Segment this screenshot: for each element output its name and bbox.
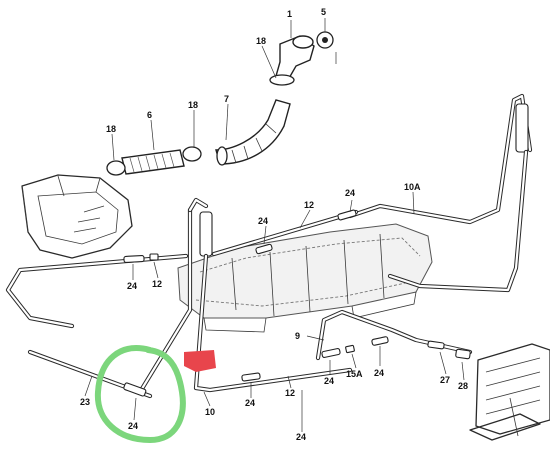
vent-pipe-10A (347, 93, 533, 293)
callout-24: 24 (296, 432, 306, 442)
pump-housing-right (469, 343, 550, 441)
callout-7: 7 (224, 94, 229, 104)
callout-12: 12 (285, 388, 295, 398)
callout-12: 12 (304, 200, 314, 210)
gasket-5 (316, 31, 334, 49)
fuel-line-lower-connectors (241, 372, 261, 382)
red-highlight-mark (184, 350, 216, 372)
callout-24: 24 (258, 216, 268, 226)
filler-neck-hose-7 (215, 99, 291, 165)
fuel-line-9-loop (315, 309, 473, 361)
callout-28: 28 (458, 381, 468, 391)
fuel-line-23 (27, 349, 153, 399)
leader-lines (84, 18, 465, 432)
fuel-line-left (5, 253, 189, 329)
callout-18: 18 (188, 100, 198, 110)
callout-24: 24 (324, 376, 334, 386)
callout-9: 9 (295, 331, 300, 341)
callout-1: 1 (287, 9, 292, 19)
callout-27: 27 (440, 375, 450, 385)
callout-24: 24 (127, 281, 137, 291)
callout-24: 24 (128, 421, 138, 431)
hose-6-corrugated (106, 146, 228, 176)
callout-12: 12 (152, 279, 162, 289)
callout-10A: 10A (404, 182, 421, 192)
highlight-annotations (94, 345, 216, 444)
callout-24: 24 (374, 368, 384, 378)
callout-labels: 1 5 18 7 18 6 18 24 10A 24 12 24 12 9 24… (80, 7, 468, 442)
callout-24: 24 (345, 188, 355, 198)
callout-24: 24 (245, 398, 255, 408)
callout-23: 23 (80, 397, 90, 407)
callout-18: 18 (256, 36, 266, 46)
body-panel-left (21, 174, 133, 259)
fuel-pipe-upright (137, 197, 353, 395)
callout-6: 6 (147, 110, 152, 120)
callout-5: 5 (321, 7, 326, 17)
callout-15A: 15A (346, 369, 363, 379)
filler-neck-elbow-1 (269, 35, 315, 86)
callout-10: 10 (205, 407, 215, 417)
green-highlight-circle (94, 345, 186, 444)
fuel-line-12-upper (211, 209, 359, 257)
callout-18: 18 (106, 124, 116, 134)
